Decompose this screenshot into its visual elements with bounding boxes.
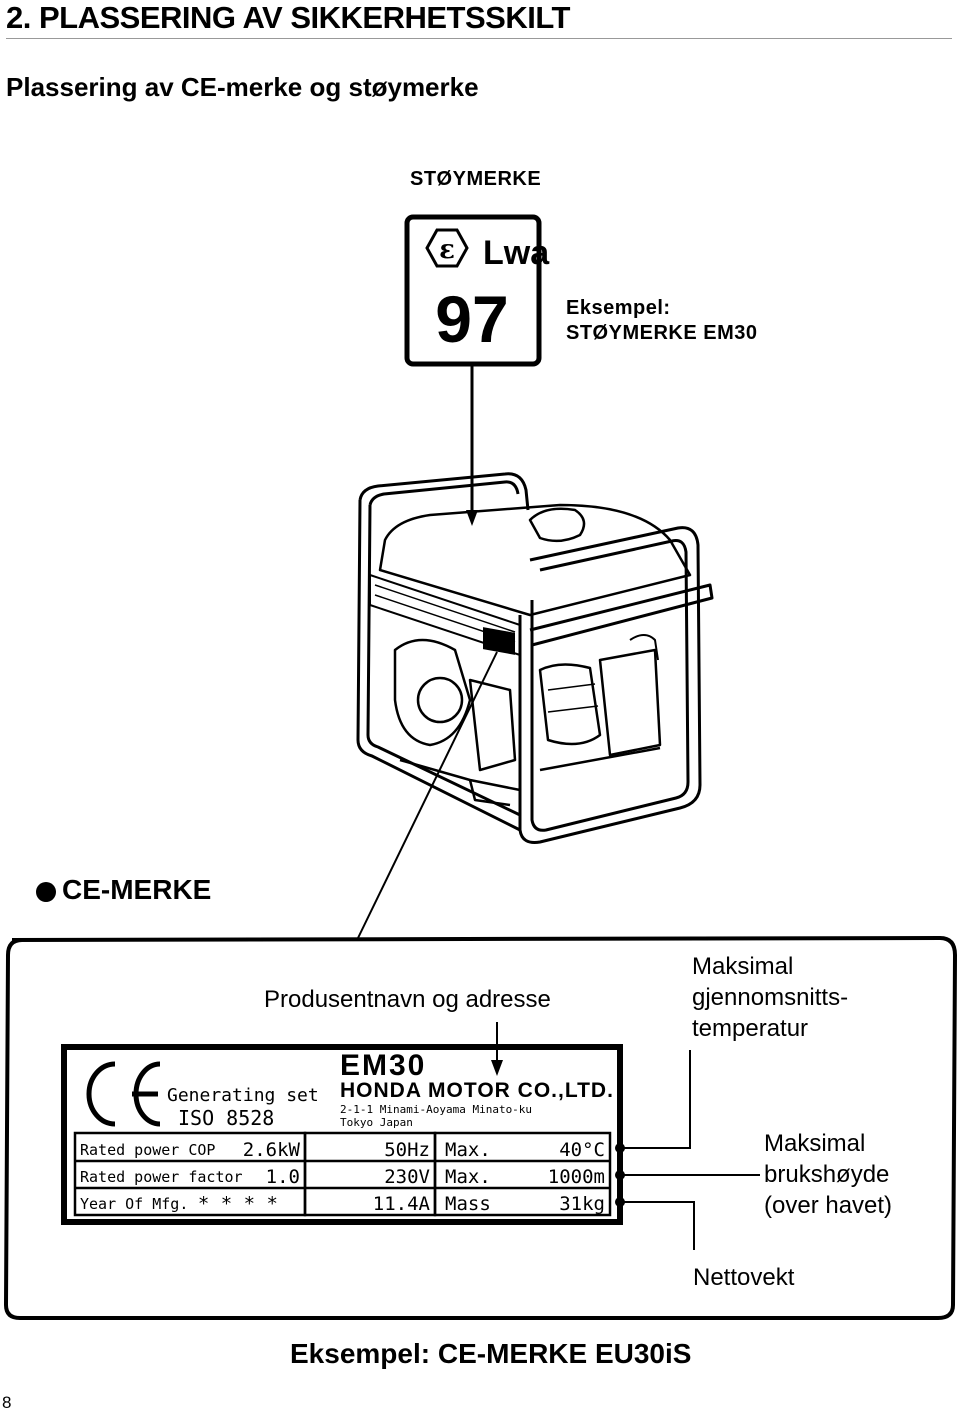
plate-row-1-col4-label: Max. — [445, 1166, 491, 1188]
noise-mark-example-line1: Eksempel: — [566, 297, 671, 319]
plate-row-2-label: Year Of Mfg. — [80, 1195, 188, 1213]
plate-manufacturer: HONDA MOTOR CO.,LTD. — [340, 1079, 614, 1102]
plate-row-0-label: Rated power COP — [80, 1141, 215, 1159]
plate-row-2-col4-label: Mass — [445, 1193, 491, 1215]
noise-mark-title: STØYMERKE — [410, 168, 542, 190]
callout-temperature-line2: gjennomsnitts- — [692, 984, 849, 1011]
ce-example-caption: Eksempel: CE-MERKE EU30iS — [290, 1338, 692, 1369]
callout-altitude-line1: Maksimal — [764, 1130, 866, 1157]
callout-altitude-line2: brukshøyde — [764, 1161, 890, 1188]
callout-net-weight: Nettovekt — [693, 1264, 795, 1291]
plate-row-0-value: 2.6kW — [243, 1139, 301, 1161]
plate-row-0-col3: 50Hz — [384, 1139, 430, 1161]
plate-model: EM30 — [340, 1049, 426, 1082]
ce-plate-frame — [3, 935, 958, 1320]
callout-altitude-line3: (over havet) — [764, 1192, 893, 1219]
plate-row-0-col4-label: Max. — [445, 1139, 491, 1161]
noise-mark-example: Eksempel: STØYMERKE EM30 — [566, 296, 757, 346]
svg-text:ε: ε — [439, 235, 455, 265]
plate-generating-set: Generating set — [167, 1085, 319, 1106]
ce-logo-icon — [86, 1061, 161, 1127]
title-rule — [6, 38, 952, 39]
sign-value: 97 — [435, 282, 508, 356]
page-number: 8 — [2, 1393, 12, 1412]
plate-row-1-label: Rated power factor — [80, 1168, 243, 1186]
plate-row-2-col4-value: 31kg — [559, 1193, 605, 1215]
plate-row-2-col3: 11.4A — [373, 1193, 431, 1215]
callout-temperature: Maksimal gjennomsnitts- temperatur — [692, 951, 848, 1044]
noise-mark-example-line2: STØYMERKE EM30 — [566, 322, 758, 344]
plate-row-1-value: 1.0 — [266, 1166, 300, 1188]
subtitle: Plassering av CE-merke og støymerke — [6, 72, 479, 102]
bullet-dot-icon — [36, 882, 56, 902]
noise-level-sign-icon: ε Lwa 97 — [404, 214, 550, 367]
rating-plate: EM30 Generating set ISO 8528 HONDA MOTOR… — [61, 1044, 625, 1225]
callout-temperature-line1: Maksimal — [692, 953, 794, 980]
plate-row-2-value: * * * * — [198, 1193, 278, 1215]
plate-row-1-col4-value: 1000m — [548, 1166, 605, 1188]
section-title: 2. PLASSERING AV SIKKERHETSSKILT — [6, 0, 570, 35]
plate-row-0-col4-value: 40°C — [559, 1139, 605, 1161]
plate-address-1: 2-1-1 Minami-Aoyama Minato-ku — [340, 1103, 532, 1116]
sign-symbol: Lwa — [483, 234, 550, 272]
plate-iso: ISO 8528 — [178, 1106, 274, 1130]
generator-illustration — [356, 472, 714, 844]
plate-address-2: Tokyo Japan — [340, 1116, 413, 1129]
ce-mark-heading: CE-MERKE — [62, 874, 212, 905]
callout-altitude: Maksimal brukshøyde (over havet) — [764, 1128, 892, 1221]
callout-temperature-line3: temperatur — [692, 1015, 809, 1042]
callout-manufacturer: Produsentnavn og adresse — [264, 986, 551, 1013]
plate-row-1-col3: 230V — [384, 1166, 430, 1188]
